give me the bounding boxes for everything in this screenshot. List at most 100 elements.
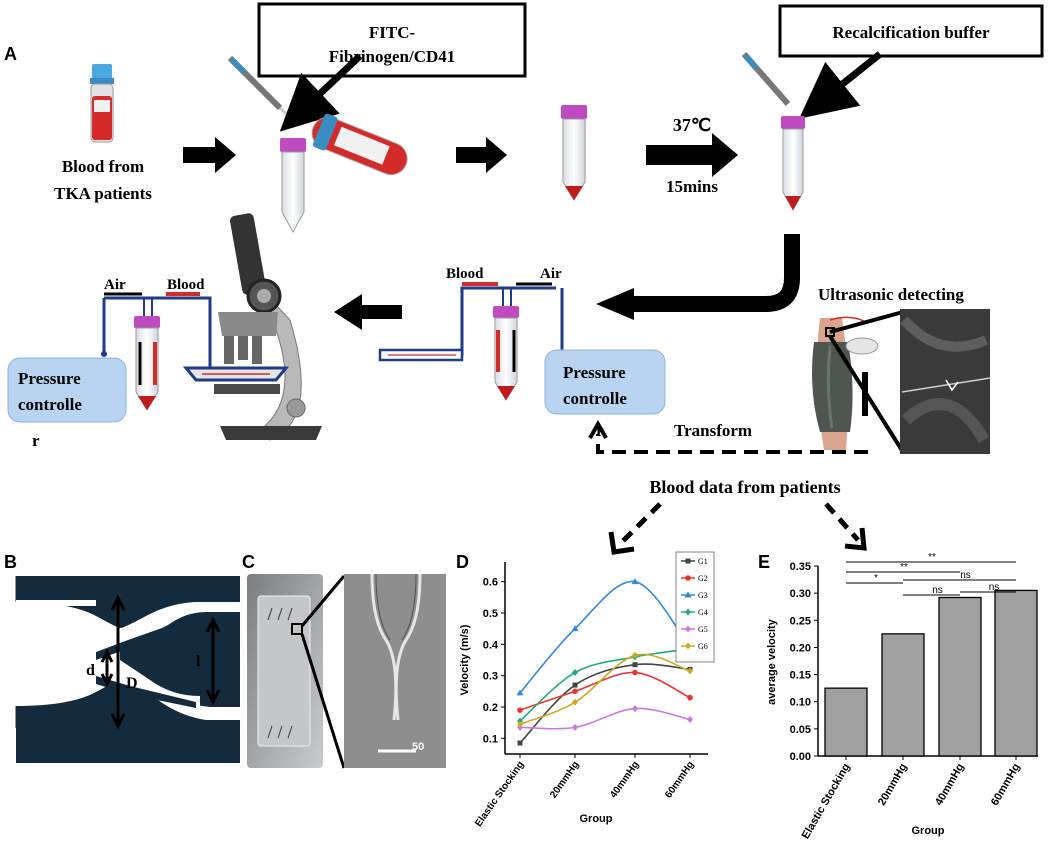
panel-d: D Velocity (m/s) Group 0.10.20.30.40.50.…	[456, 551, 715, 829]
panel-a-label: A	[4, 44, 17, 64]
pipette-icon	[741, 52, 791, 106]
ultrasound-image	[900, 309, 991, 454]
significance-label: **	[900, 562, 908, 573]
pressure-text-1: Pressure	[18, 369, 81, 388]
data-point	[687, 694, 693, 701]
tube-icon	[280, 138, 306, 234]
panel-e-label: E	[758, 552, 770, 572]
pressure-controller	[7, 357, 127, 423]
fitc-box	[257, 2, 527, 78]
series-line-g4	[519, 648, 691, 722]
fitc-text-2: Fibrinogen/CD41	[329, 47, 456, 66]
x-tick-label: 20mmHg	[548, 759, 581, 800]
x-tick-label: Elastic Stocking	[800, 762, 853, 842]
panel-e: E average velocity Group 0.000.050.100.1…	[758, 552, 1038, 841]
data-point	[517, 740, 523, 746]
data-point	[571, 625, 579, 632]
right-setup: Blood Air Pressure controlle r	[378, 266, 666, 440]
legend-label: G1	[698, 557, 708, 566]
pressure-text-1: Pressure	[563, 363, 626, 382]
legend-label: G4	[698, 608, 708, 617]
series-line-g6	[519, 653, 691, 725]
panel-a: A Blood from TKA patients FITC- Fibrinog…	[4, 2, 1044, 555]
panel-c: C 50	[242, 552, 446, 769]
arrow-down-icon	[279, 53, 363, 132]
data-point	[632, 705, 638, 713]
line-chart: Velocity (m/s) Group 0.10.20.30.40.50.6 …	[459, 551, 715, 829]
pressure-text-2: controlle	[563, 389, 627, 408]
zoom-line	[828, 334, 905, 454]
bar	[938, 596, 982, 757]
series-line-g3	[519, 580, 691, 694]
panel-b-label: B	[4, 552, 17, 572]
legend-label: G3	[698, 591, 708, 600]
label-d-large: D	[126, 675, 138, 692]
y-tick-label: 0.10	[790, 697, 811, 709]
data-point	[687, 667, 693, 675]
microscope-icon	[182, 213, 322, 441]
data-point	[632, 669, 638, 676]
air-label: Air	[104, 277, 126, 293]
x-axis-title: Group	[580, 813, 613, 825]
data-point	[631, 578, 639, 585]
series-line-g2	[519, 671, 691, 711]
data-point	[516, 689, 524, 696]
data-point	[572, 688, 578, 695]
y-axis-title: Velocity (m/s)	[459, 624, 471, 695]
arrow-right-icon	[646, 133, 738, 177]
transform-text: Transform	[674, 421, 752, 440]
x-tick-label: 20mmHg	[876, 762, 910, 808]
data-point	[685, 558, 691, 564]
blood-from-text-2: TKA patients	[54, 184, 152, 203]
data-point	[517, 707, 523, 713]
scale-text: 50	[412, 741, 424, 753]
label-l: l	[196, 653, 201, 670]
y-tick-label: 0.2	[483, 702, 498, 714]
y-tick-label: 0.05	[790, 724, 811, 736]
data-point	[685, 575, 691, 581]
data-point	[685, 608, 691, 616]
bar	[994, 589, 1038, 757]
significance-label: ns	[960, 570, 971, 581]
y-tick-label: 0.5	[483, 608, 498, 620]
arrow-down-icon	[799, 51, 883, 119]
data-point	[687, 716, 693, 724]
ultrasonic-text: Ultrasonic detecting	[818, 285, 964, 304]
blood-from-text-1: Blood from	[62, 157, 144, 176]
x-tick-label: 60mmHg	[989, 762, 1023, 808]
tube-icon	[781, 116, 805, 212]
x-tick-label: 40mmHg	[933, 762, 967, 808]
x-axis-title: Group	[912, 825, 945, 837]
data-point	[572, 698, 578, 706]
arrow-right-icon	[456, 137, 507, 173]
air-label: Air	[540, 266, 562, 282]
y-tick-label: 0.1	[483, 733, 498, 745]
data-point	[572, 682, 578, 688]
x-tick-label: Elastic Stocking	[473, 759, 526, 829]
dashed-arrow	[824, 502, 860, 542]
y-tick-label: 0.25	[790, 615, 811, 627]
data-point	[632, 662, 638, 668]
zoom-line	[829, 310, 904, 334]
curved-arrow	[630, 234, 800, 312]
pressure-text-2: controlle	[18, 395, 82, 414]
recalcification-text: Recalcification buffer	[832, 23, 990, 42]
tilted-tube-icon	[311, 113, 408, 176]
time-text: 15mins	[666, 177, 718, 196]
leg-stocking-icon	[812, 316, 879, 450]
blood-vial-icon	[90, 64, 114, 143]
transform-path	[596, 434, 868, 454]
significance-label: **	[928, 552, 936, 563]
bar-chart: average velocity Group 0.000.050.100.150…	[766, 552, 1038, 841]
arrow-right-icon	[183, 137, 236, 173]
blood-label: Blood	[446, 266, 484, 282]
y-tick-label: 0.4	[483, 639, 499, 651]
panel-c-label: C	[242, 552, 255, 572]
legend-label: G5	[698, 625, 708, 634]
legend-label: G6	[698, 642, 708, 651]
y-tick-label: 0.3	[483, 671, 498, 683]
data-point	[684, 591, 692, 598]
x-tick-label: 60mmHg	[663, 759, 696, 800]
y-tick-label: 0.30	[790, 588, 811, 600]
